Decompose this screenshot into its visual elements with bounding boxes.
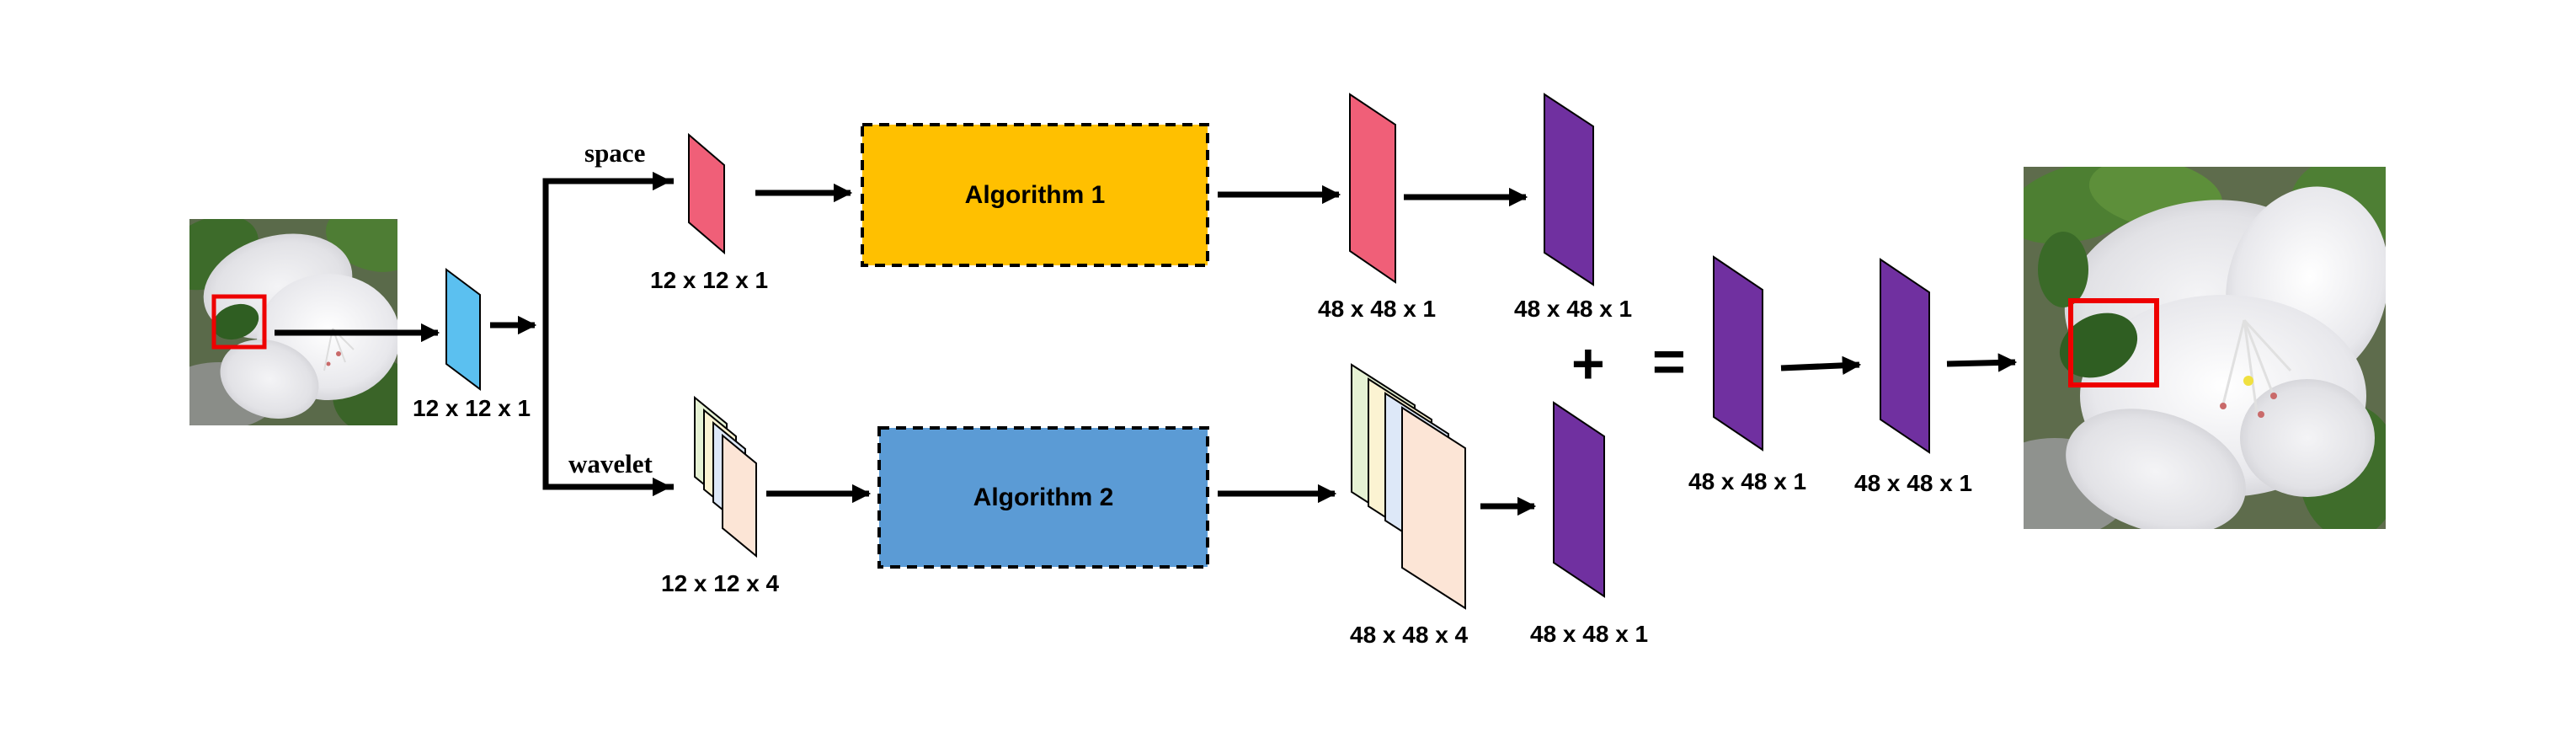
algorithm-2-label: Algorithm 2 bbox=[973, 484, 1114, 511]
wavelet-input-dim-label: 12 x 12 x 4 bbox=[661, 570, 780, 596]
wavelet-input-stack bbox=[694, 395, 757, 558]
space-input-dim-label: 12 x 12 x 1 bbox=[650, 267, 768, 293]
space-input-feature bbox=[688, 132, 725, 255]
output-highlight-box bbox=[2068, 298, 2159, 387]
wavelet-branch-label: wavelet bbox=[568, 449, 653, 478]
space-purple-dim-label: 48 x 48 x 1 bbox=[1514, 296, 1632, 322]
input-image bbox=[189, 219, 397, 425]
branch-connector bbox=[542, 178, 674, 490]
wavelet-output-stack bbox=[1351, 363, 1466, 610]
equals-operator: = bbox=[1652, 329, 1686, 393]
arrow-sum-to-final bbox=[1780, 355, 1862, 376]
algorithm-1-label: Algorithm 1 bbox=[965, 181, 1106, 209]
wavelet-purple-feature bbox=[1553, 401, 1605, 598]
algorithm-1-box: Algorithm 1 bbox=[861, 123, 1209, 267]
algorithm-2-box: Algorithm 2 bbox=[877, 426, 1209, 569]
space-branch-label: space bbox=[584, 138, 645, 168]
plus-operator: + bbox=[1571, 332, 1605, 396]
sum-dim-label: 48 x 48 x 1 bbox=[1688, 468, 1806, 494]
input-patch bbox=[445, 268, 481, 391]
final-feature bbox=[1880, 258, 1930, 454]
wavelet-output-dim-label: 48 x 48 x 4 bbox=[1350, 622, 1469, 648]
final-dim-label: 48 x 48 x 1 bbox=[1854, 470, 1972, 496]
wavelet-purple-dim-label: 48 x 48 x 1 bbox=[1530, 621, 1648, 647]
output-image bbox=[2024, 167, 2386, 529]
input-highlight-box bbox=[211, 294, 267, 350]
input-dim-label: 12 x 12 x 1 bbox=[413, 395, 531, 421]
arrow-final-to-output bbox=[1946, 353, 2018, 372]
sum-feature bbox=[1713, 255, 1763, 451]
space-purple-feature bbox=[1544, 93, 1594, 286]
space-output-feature bbox=[1349, 93, 1396, 284]
space-output-dim-label: 48 x 48 x 1 bbox=[1318, 296, 1436, 322]
